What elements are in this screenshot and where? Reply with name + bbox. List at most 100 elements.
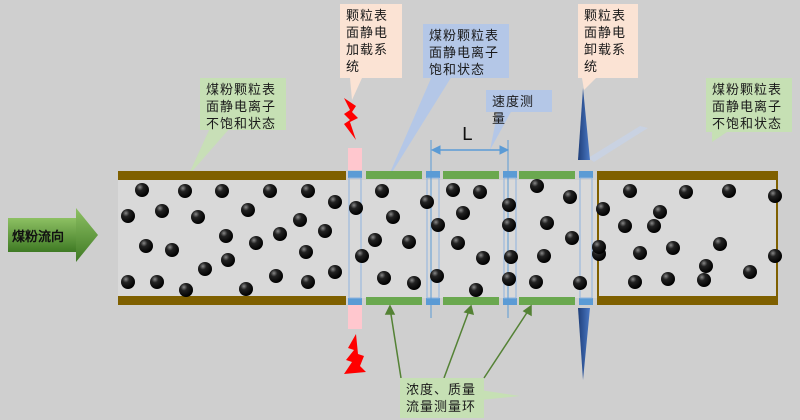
coal-particle (178, 184, 192, 198)
coal-particle (722, 184, 736, 198)
coal-particle (502, 272, 516, 286)
coal-particle (618, 219, 632, 233)
coal-particle (273, 227, 287, 241)
electrode-3-bottom (503, 298, 517, 305)
coal-particle (768, 249, 782, 263)
coal-particle (135, 183, 149, 197)
coal-particle (221, 253, 235, 267)
coal-particle (666, 241, 680, 255)
callout-tail-saturated (386, 76, 452, 182)
callout-speed-measurement: 速度测量 (486, 90, 552, 127)
lightning-icon-top (344, 98, 358, 140)
coal-particle (179, 283, 193, 297)
electrode-4-bottom (579, 298, 593, 305)
electrode-2-bottom (426, 298, 440, 305)
coal-particle (431, 218, 445, 232)
coal-particle (241, 203, 255, 217)
coal-particle (155, 204, 169, 218)
coal-particle (407, 276, 421, 290)
callout-loading-system: 颗粒表 面静电 加载系 统 (340, 4, 402, 78)
coal-particle (451, 236, 465, 250)
measuring-ring-2-bottom (443, 297, 499, 305)
coal-particle (540, 216, 554, 230)
coal-particle (697, 273, 711, 287)
coal-particle (473, 185, 487, 199)
coal-particle (565, 231, 579, 245)
callout-tail-unloading (582, 78, 596, 90)
coal-particle (219, 229, 233, 243)
pipe-wall-bottom-left (118, 296, 346, 305)
coal-particle (743, 265, 757, 279)
loading-electrode-bottom (348, 305, 362, 329)
coal-particle (355, 249, 369, 263)
coal-particle (420, 195, 434, 209)
electrode-2-top (426, 171, 440, 178)
coal-particle (328, 265, 342, 279)
coal-particle (402, 235, 416, 249)
measuring-ring-3-bottom (519, 297, 575, 305)
unloading-cone-bottom (578, 308, 590, 380)
coal-particle (191, 210, 205, 224)
electrode-group (348, 171, 593, 305)
coal-particle (375, 184, 389, 198)
callout-unsaturated-right: 煤粉颗粒表 面静电离子 不饱和状态 (706, 78, 792, 132)
coal-particle (768, 189, 782, 203)
coal-particle (301, 275, 315, 289)
coal-particle (502, 218, 516, 232)
coal-particle (573, 276, 587, 290)
coal-particle (121, 275, 135, 289)
pipe-wall-top-left (118, 171, 346, 180)
coal-particle (623, 184, 637, 198)
coal-particle (504, 250, 518, 264)
coal-particle (653, 205, 667, 219)
coal-particles (121, 179, 782, 297)
coal-particle (633, 246, 647, 260)
coal-particle (239, 282, 253, 296)
coal-particle (647, 219, 661, 233)
coal-particle (530, 179, 544, 193)
coal-particle (592, 240, 606, 254)
callout-tail-speed (490, 110, 512, 150)
flow-direction-label: 煤粉流向 (12, 230, 65, 245)
distance-label: L (462, 124, 473, 145)
callout-unsaturated-left: 煤粉颗粒表 面静电离子 不饱和状态 (200, 78, 286, 132)
coal-particle (368, 233, 382, 247)
callout-tail-unsaturated-left (188, 128, 230, 176)
coal-particle (328, 195, 342, 209)
unloading-cone-top (578, 88, 590, 160)
coal-particle (215, 184, 229, 198)
callout-tail-loading (350, 78, 362, 100)
electrode-3-top (503, 171, 517, 178)
cone-beam-right (588, 126, 648, 162)
pipe-wall-top-right (597, 171, 778, 180)
coal-particle (386, 210, 400, 224)
coal-particle (299, 245, 313, 259)
electrode-4-top (579, 171, 593, 178)
coal-particle (263, 184, 277, 198)
electrode-1-bottom (348, 298, 362, 305)
coal-particle (628, 275, 642, 289)
coal-particle (269, 269, 283, 283)
concentration-callout-tail (480, 390, 520, 400)
distance-dimension (430, 145, 510, 155)
coal-particle (293, 213, 307, 227)
pipe-end-right (776, 171, 778, 305)
loading-electrode-top (348, 148, 362, 170)
coal-particle (249, 236, 263, 250)
electrode-1-top (348, 171, 362, 178)
coal-particle (476, 251, 490, 265)
pipe-wall-bottom-right (597, 296, 778, 305)
coal-particle (563, 190, 577, 204)
coal-particle (596, 202, 610, 216)
measuring-ring-pointers (384, 304, 532, 379)
coal-particle (469, 283, 483, 297)
callout-concentration-ring: 浓度、质量 流量测量环 (400, 378, 484, 418)
lightning-icon-bottom (344, 334, 366, 374)
pipe-interior (118, 180, 778, 298)
coal-particle (301, 184, 315, 198)
coal-particle (679, 185, 693, 199)
coal-particle (713, 237, 727, 251)
coal-particle (430, 269, 444, 283)
flow-arrow (8, 208, 98, 262)
